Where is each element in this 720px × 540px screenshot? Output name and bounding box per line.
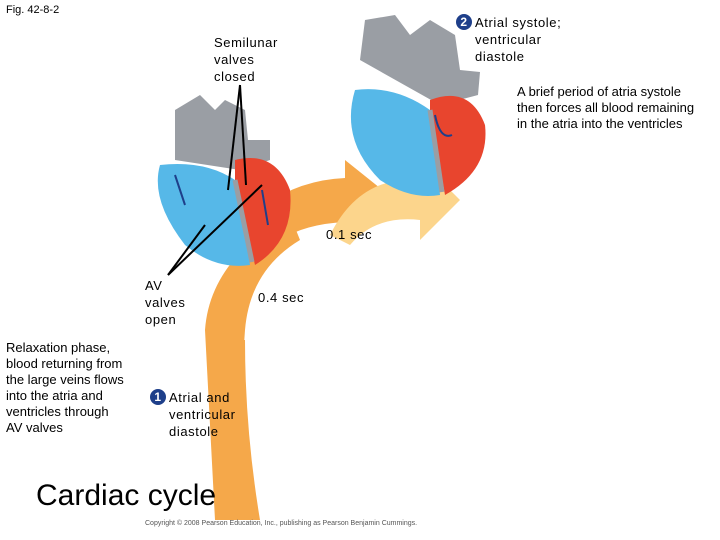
time-short-label: 0.1 sec (326, 227, 373, 242)
pointer-av-2 (167, 184, 263, 276)
figure-label: Fig. 42-8-2 (6, 4, 60, 16)
step-2-label: 2 Atrial systole; ventricular diastole (456, 14, 561, 65)
heart-diastole (157, 95, 291, 266)
systole-desc-line-2: then forces all blood remaining (517, 100, 695, 115)
heart1-septum (232, 179, 255, 263)
relaxation-description: Relaxation phase, blood returning from t… (6, 340, 124, 436)
heart2-flow-arrow (434, 114, 453, 137)
semilunar-line-2: valves (214, 52, 255, 67)
copyright-notice: Copyright © 2008 Pearson Education, Inc.… (145, 520, 418, 527)
pointer-semilunar-1 (227, 84, 241, 191)
pointer-semilunar-2 (239, 84, 247, 186)
av-valves-label: AV valves open (145, 277, 185, 328)
heart2-vessels (360, 15, 480, 105)
systole-description: A brief period of atria systole then for… (517, 84, 694, 132)
relax-desc-line-1: Relaxation phase, (6, 340, 111, 355)
step-1-line-1: Atrial and (169, 390, 230, 405)
heart2-left-side (350, 89, 440, 196)
step-1-line-2: ventricular (169, 407, 236, 422)
step-2-line-3: diastole (475, 49, 525, 64)
heart2-right-side (430, 95, 486, 195)
av-line-1: AV (145, 278, 163, 293)
av-line-3: open (145, 312, 177, 327)
heart2-septum (427, 109, 445, 193)
systole-desc-line-3: in the atria into the ventricles (517, 116, 683, 131)
cycle-arrow-left-band (210, 340, 260, 520)
semilunar-line-3: closed (214, 69, 256, 84)
relax-desc-line-3: the large veins flows (6, 372, 124, 387)
step-1-line-3: diastole (169, 424, 219, 439)
time-long-label: 0.4 sec (258, 290, 305, 305)
heart-atrial-systole (350, 15, 486, 196)
relax-desc-line-4: into the atria and (6, 388, 103, 403)
av-line-2: valves (145, 295, 186, 310)
systole-desc-line-1: A brief period of atria systole (517, 84, 682, 99)
step-1-label: 1 Atrial and ventricular diastole (150, 389, 236, 440)
relax-desc-line-5: ventricles through (6, 404, 109, 419)
step-1-badge: 1 (150, 389, 166, 405)
page-title: Cardiac cycle (36, 479, 217, 512)
relax-desc-line-6: AV valves (6, 420, 63, 435)
heart1-vessels (175, 95, 270, 170)
step-2-line-1: Atrial systole; (475, 15, 562, 30)
semilunar-valves-label: Semilunar valves closed (214, 34, 278, 85)
pointer-av-1 (167, 224, 206, 276)
heart1-flow-arrow-left (174, 174, 186, 206)
heart1-flow-arrow-right (261, 189, 269, 226)
semilunar-line-1: Semilunar (214, 35, 278, 50)
step-2-badge: 2 (456, 14, 472, 30)
step-2-line-2: ventricular (475, 32, 542, 47)
relax-desc-line-2: blood returning from (6, 356, 123, 371)
